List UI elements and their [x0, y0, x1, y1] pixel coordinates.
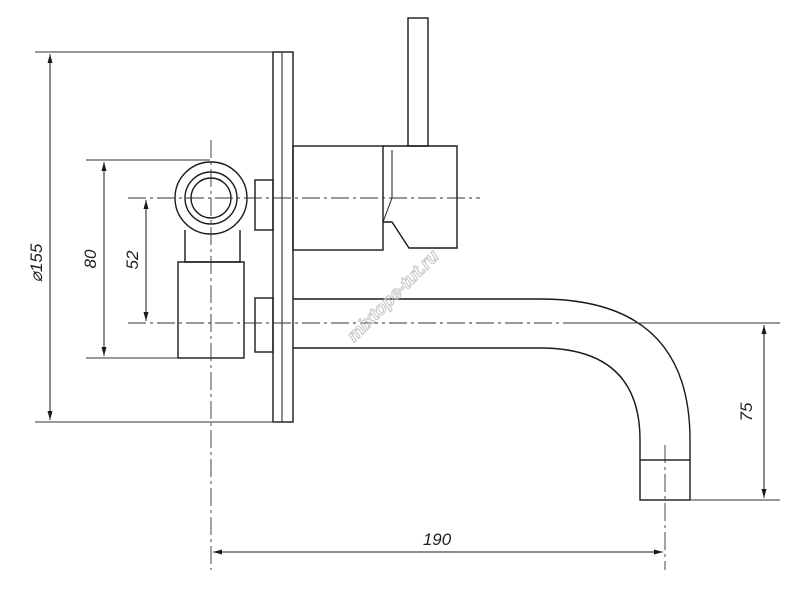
lever-handle — [407, 17, 429, 147]
dim-label-80: 80 — [81, 249, 100, 268]
dim-label-plate-diameter: ⌀155 — [27, 243, 46, 282]
pipe-fitting — [174, 161, 274, 359]
center-lines — [35, 51, 780, 570]
dim-label-190: 190 — [423, 530, 452, 549]
wall-plate — [272, 51, 294, 423]
watermark-text: mixtope-tut.ru — [343, 246, 443, 346]
dim-label-75: 75 — [737, 402, 756, 421]
dimension-arrows — [47, 54, 767, 555]
dim-label-52: 52 — [123, 250, 142, 269]
